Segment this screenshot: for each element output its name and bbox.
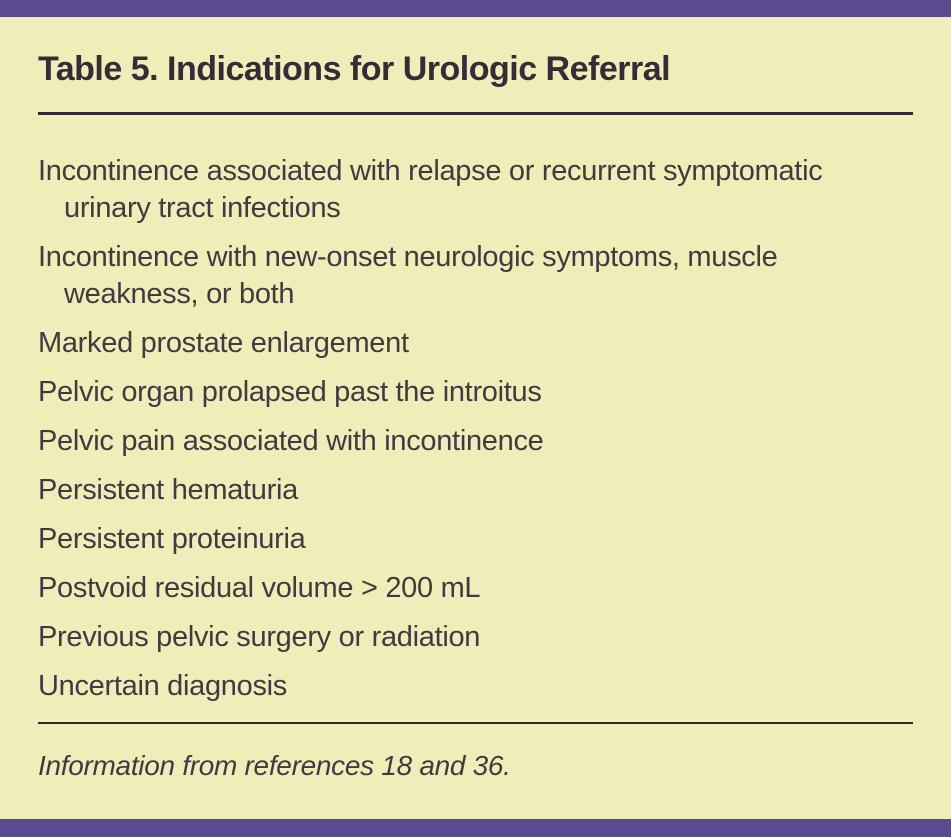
list-item: Persistent proteinuria	[38, 523, 306, 556]
table-title: Table 5. Indications for Urologic Referr…	[38, 50, 671, 88]
list-item: Previous pelvic surgery or radiation	[38, 621, 481, 654]
table-content: Table 5. Indications for Urologic Referr…	[38, 50, 913, 782]
top-accent-bar	[0, 0, 951, 17]
source-note: Information from references 18 and 36.	[38, 750, 511, 782]
title-divider	[38, 112, 913, 116]
list-item: Marked prostate enlargement	[38, 327, 409, 360]
list-item: Incontinence associated with relapse or …	[38, 155, 823, 225]
list-item: Pelvic pain associated with incontinence	[38, 425, 544, 458]
bottom-accent-bar	[0, 819, 951, 837]
list-item: Persistent hematuria	[38, 474, 298, 507]
list-item: Postvoid residual volume > 200 mL	[38, 572, 481, 605]
list-item: Pelvic organ prolapsed past the introitu…	[38, 376, 542, 409]
footnote-divider	[38, 722, 913, 725]
list-item: Incontinence with new-onset neurologic s…	[38, 241, 778, 311]
list-item: Uncertain diagnosis	[38, 670, 287, 703]
indication-list: Incontinence associated with relapse or …	[38, 153, 846, 705]
